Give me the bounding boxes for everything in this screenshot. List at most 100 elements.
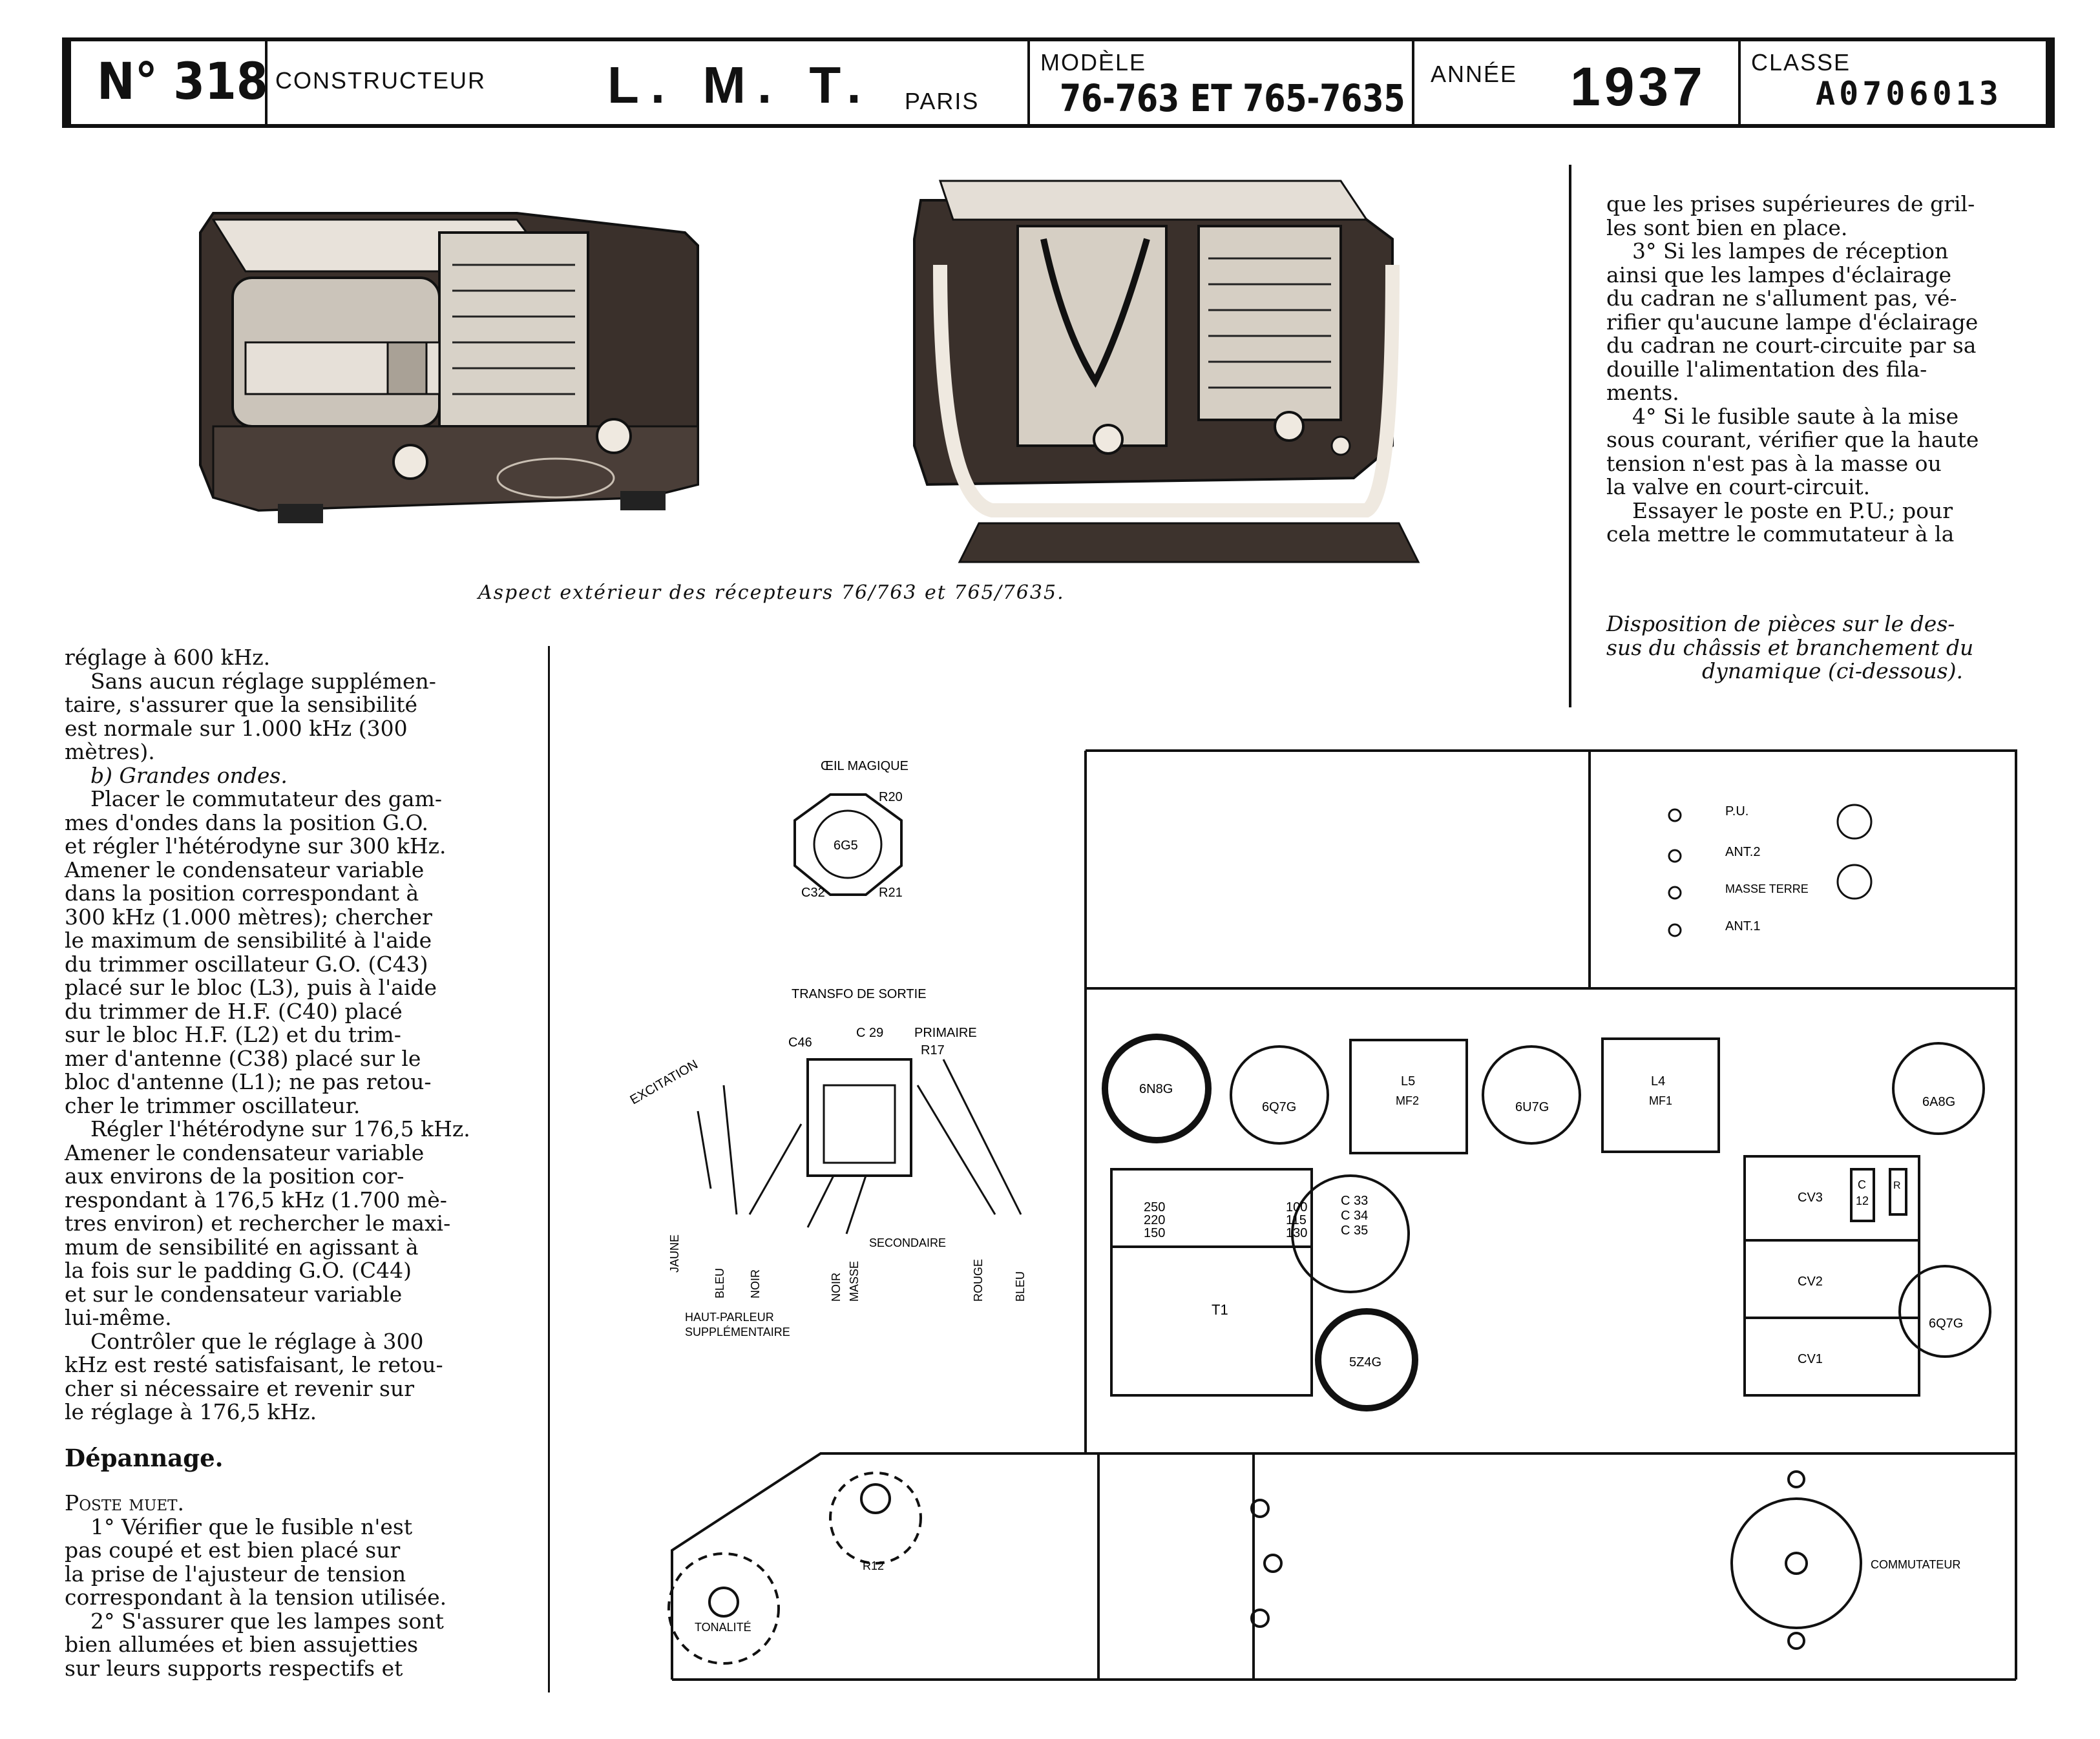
left-column-text: réglage à 600 kHz. Sans aucun réglage su… [65, 645, 520, 1681]
section-title: Dépannage. [65, 1443, 224, 1472]
text-line: mètres). [65, 739, 155, 764]
tube-socket [1230, 1045, 1329, 1145]
wire-noir-label: NOIR [749, 1269, 762, 1298]
tube-6n8g-label: 6N8G [1139, 1082, 1173, 1096]
text-line: que les prises supérieures de gril- [1606, 191, 1975, 216]
tube-socket [1482, 1045, 1581, 1145]
annee-value: 1937 [1570, 56, 1706, 117]
constructeur-label: CONSTRUCTEUR [275, 67, 486, 94]
voltage-selector [1110, 1168, 1313, 1248]
filter-capacitor [1291, 1174, 1410, 1293]
power-transformer [1110, 1245, 1313, 1397]
classe-label: CLASSE [1751, 49, 1851, 76]
text-line: Amener le condensateur variable [65, 857, 425, 882]
tube-socket [1898, 1265, 1991, 1358]
text-line: placé sur le bloc (L3), puis à l'aide [65, 975, 437, 1000]
text-line: sur leurs supports respectifs et [65, 1655, 403, 1681]
text-line: sur le bloc H.F. (L2) et du trim- [65, 1022, 401, 1047]
text-line: du cadran ne court-circuite par sa [1606, 333, 1977, 358]
text-line: aux environs de la position cor- [65, 1163, 404, 1189]
c35-label: C 35 [1341, 1224, 1368, 1238]
text-line: et régler l'hétérodyne sur 300 kHz. [65, 833, 446, 859]
pu-jack [1836, 804, 1873, 840]
wire-bleu-label: BLEU [1014, 1271, 1027, 1302]
c12-label: 12 [1856, 1194, 1869, 1207]
wire-masse-label: MASSE [848, 1261, 861, 1302]
r12-label: R12 [863, 1559, 884, 1572]
header-divider [1027, 41, 1030, 124]
v100-label: 100 [1286, 1200, 1307, 1214]
text-line: Sans aucun réglage supplémen- [90, 668, 436, 694]
text-line: est normale sur 1.000 kHz (300 [65, 715, 408, 741]
text-line: la fois sur le padding G.O. (C44) [65, 1258, 412, 1283]
subsection-title: Poste muet. [65, 1490, 184, 1515]
text-line: cher le trimmer oscillateur. [65, 1092, 361, 1118]
ant1-label: ANT.1 [1725, 919, 1760, 933]
column-rule [548, 646, 550, 1692]
text-line: pas coupé et est bien placé sur [65, 1537, 401, 1563]
modele-label: MODÈLE [1040, 49, 1147, 76]
variable-capacitor [1743, 1155, 1920, 1397]
constructeur-city: PARIS [905, 88, 980, 114]
text-line: le réglage à 176,5 kHz. [65, 1399, 317, 1424]
r21-label: R21 [879, 886, 903, 900]
tube-socket [1892, 1042, 1985, 1135]
right-column-text: que les prises supérieures de gril- les … [1606, 191, 2059, 547]
primaire-label: PRIMAIRE [914, 1026, 977, 1040]
modele-value: 76-763 ET 765-7635 [1060, 76, 1405, 120]
text-line: réglage à 600 kHz. [65, 645, 271, 670]
text-line: du cadran ne s'allument pas, vé- [1606, 286, 1957, 311]
tone-control [667, 1552, 780, 1665]
output-transformer [806, 1058, 912, 1177]
text-line: correspondant à la tension utilisée. [65, 1585, 447, 1610]
text-line: rifier qu'aucune lampe d'éclairage [1606, 309, 1979, 335]
tube-socket [1102, 1034, 1212, 1143]
c29-label: C 29 [856, 1026, 883, 1040]
radio-photo-76-763 [199, 212, 699, 523]
secondaire-label: SECONDAIRE [869, 1236, 946, 1249]
l5-label: L5 [1401, 1074, 1415, 1088]
text-line: mum de sensibilité en agissant à [65, 1234, 419, 1260]
tube-6u7g-label: 6U7G [1515, 1100, 1549, 1114]
if-transformer [1601, 1037, 1720, 1153]
text-line: sus du châssis et branchement du [1606, 634, 1974, 660]
text-line: la prise de l'ajusteur de tension [65, 1561, 406, 1587]
l4-label: L4 [1651, 1074, 1665, 1088]
tube-5z4g-label: 5Z4G [1349, 1355, 1381, 1369]
text-line: 300 kHz (1.000 mètres); chercher [65, 904, 432, 930]
constructeur-name: L. M. T. [607, 56, 873, 114]
v150-label: 150 [1144, 1226, 1165, 1240]
text-line: 3° Si les lampes de réception [1632, 238, 1949, 264]
annee-label: ANNÉE [1431, 61, 1518, 87]
ant2-label: ANT.2 [1725, 845, 1760, 859]
text-line: du trimmer oscillateur G.O. (C43) [65, 951, 428, 977]
text-line: ainsi que les lampes d'éclairage [1606, 262, 1952, 287]
text-line: taire, s'assurer que la sensibilité [65, 692, 418, 717]
tube-6a8g-label: 6A8G [1922, 1095, 1955, 1109]
t1-label: T1 [1212, 1302, 1228, 1318]
c46-label: C46 [788, 1036, 812, 1050]
radio-photo-765-7635 [913, 180, 1420, 563]
magic-eye-tube [813, 809, 883, 879]
text-line: kHz est resté satisfaisant, le retou- [65, 1352, 443, 1377]
haut-parleur-label: HAUT-PARLEUR [685, 1311, 774, 1324]
header-divider [265, 41, 268, 124]
text-line: dynamique (ci-dessous). [1702, 658, 1963, 683]
text-line: tension n'est pas à la masse ou [1606, 450, 1942, 476]
wire-rouge-label: ROUGE [972, 1259, 985, 1302]
tube-6q7g-label: 6Q7G [1929, 1317, 1963, 1331]
classe-value: A0706013 [1816, 75, 2002, 112]
wave-switch [1730, 1497, 1862, 1629]
c12-label: C [1858, 1178, 1866, 1191]
rectifier-socket [1315, 1308, 1418, 1411]
r17-label: R17 [921, 1043, 945, 1057]
text-line: ments. [1606, 380, 1679, 405]
text-line: du trimmer de H.F. (C40) placé [65, 998, 403, 1024]
text-line: b) Grandes ondes. [90, 762, 288, 788]
text-line: Contrôler que le réglage à 300 [90, 1328, 424, 1354]
pu-label: P.U. [1725, 804, 1748, 818]
r20-label: R20 [879, 790, 903, 804]
text-line: 2° S'assurer que les lampes sont [90, 1608, 444, 1634]
photo-caption: Aspect extérieur des récepteurs 76/763 e… [478, 581, 1065, 604]
text-line: Essayer le poste en P.U.; pour [1632, 497, 1953, 523]
